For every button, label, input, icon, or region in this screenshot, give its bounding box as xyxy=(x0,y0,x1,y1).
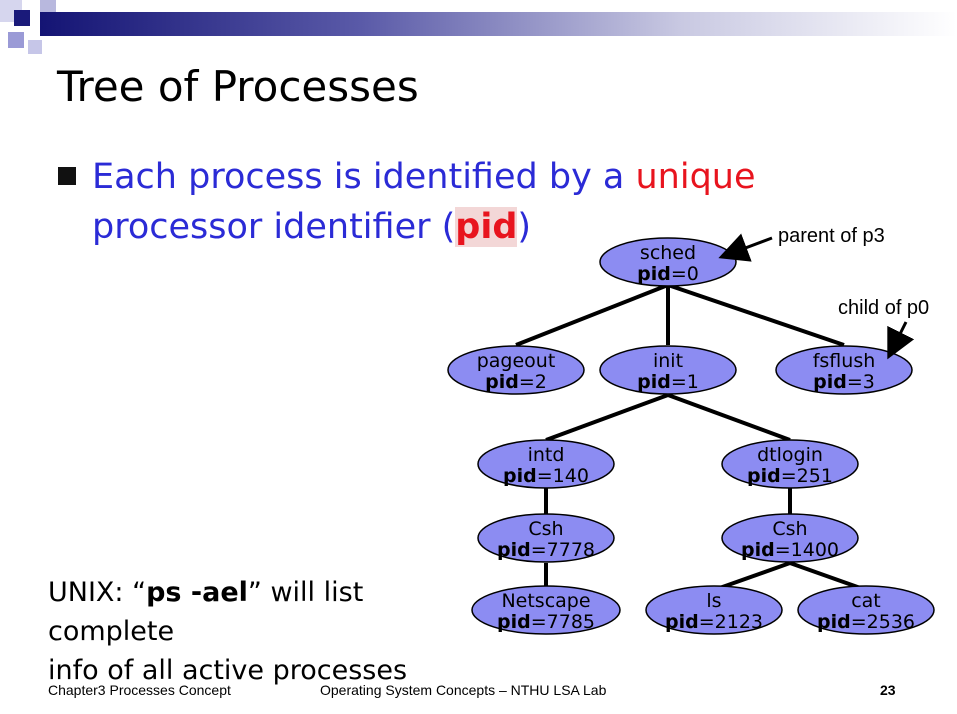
process-name: dtlogin xyxy=(757,444,823,466)
process-name: intd xyxy=(528,444,565,466)
process-name: init xyxy=(653,350,683,372)
bullet-text-part: ) xyxy=(517,207,532,247)
process-name: ls xyxy=(706,590,721,612)
process-name: fsflush xyxy=(813,350,876,372)
process-name: cat xyxy=(851,590,881,612)
header-square-3 xyxy=(40,0,56,12)
bullet-text-part: Each process is identified by a xyxy=(92,157,636,197)
unix-note-line2: info of all active processes xyxy=(48,655,408,686)
process-name: Netscape xyxy=(501,590,590,612)
footer-chapter: Chapter3 Processes Concept xyxy=(48,682,231,698)
process-pid: pid=7778 xyxy=(497,539,595,561)
child-annotation: child of p0 xyxy=(838,297,929,319)
header-square-2 xyxy=(14,10,30,26)
process-pid: pid=2123 xyxy=(665,611,763,633)
process-pid: pid=0 xyxy=(637,263,699,285)
process-name: pageout xyxy=(477,350,556,372)
process-pid: pid=1 xyxy=(637,371,699,393)
tree-edges xyxy=(515,283,867,592)
header-square-5 xyxy=(28,40,42,54)
slide-title: Tree of Processes xyxy=(57,62,419,111)
process-name: Csh xyxy=(772,518,807,540)
unix-note: UNIX: “ps -ael” will list complete info … xyxy=(48,573,488,690)
parent-arrow xyxy=(718,233,773,262)
process-node-ellipse xyxy=(721,439,859,489)
child-arrow xyxy=(887,321,915,360)
bullet-square-icon xyxy=(58,167,76,185)
process-node-ellipse xyxy=(645,585,783,635)
page-number: 23 xyxy=(880,682,896,698)
process-node-ellipse xyxy=(471,585,621,635)
parent-annotation: parent of p3 xyxy=(778,225,885,247)
process-name: sched xyxy=(640,242,696,264)
header-square-4 xyxy=(8,32,24,48)
unix-note-prefix: UNIX: “ xyxy=(48,577,147,608)
process-pid: pid=2536 xyxy=(817,611,915,633)
process-node-ellipse xyxy=(797,585,935,635)
process-node-ellipse xyxy=(599,237,737,287)
process-node-ellipse xyxy=(477,513,615,563)
header-gradient-bar xyxy=(40,12,957,36)
bullet-text-part: processor identifier ( xyxy=(92,207,456,247)
process-node-ellipse xyxy=(721,513,859,563)
process-node-ellipse xyxy=(775,345,913,395)
unix-note-suffix: ” will list complete xyxy=(48,577,364,647)
process-pid: pid=7785 xyxy=(497,611,595,633)
process-node-ellipse xyxy=(599,345,737,395)
process-pid: pid=1400 xyxy=(741,539,839,561)
footer-course: Operating System Concepts – NTHU LSA Lab xyxy=(320,682,607,698)
process-node-ellipse xyxy=(447,345,585,395)
process-node-ellipse xyxy=(477,439,615,489)
unique-highlight: unique xyxy=(635,157,756,197)
unix-command: ps -ael xyxy=(146,577,248,608)
process-pid: pid=3 xyxy=(813,371,875,393)
process-name: Csh xyxy=(528,518,563,540)
process-pid: pid=251 xyxy=(747,465,833,487)
process-pid: pid=140 xyxy=(503,465,589,487)
bullet-text: Each process is identified by a unique p… xyxy=(92,152,792,252)
pid-highlight: pid xyxy=(455,207,518,247)
process-pid: pid=2 xyxy=(485,371,547,393)
